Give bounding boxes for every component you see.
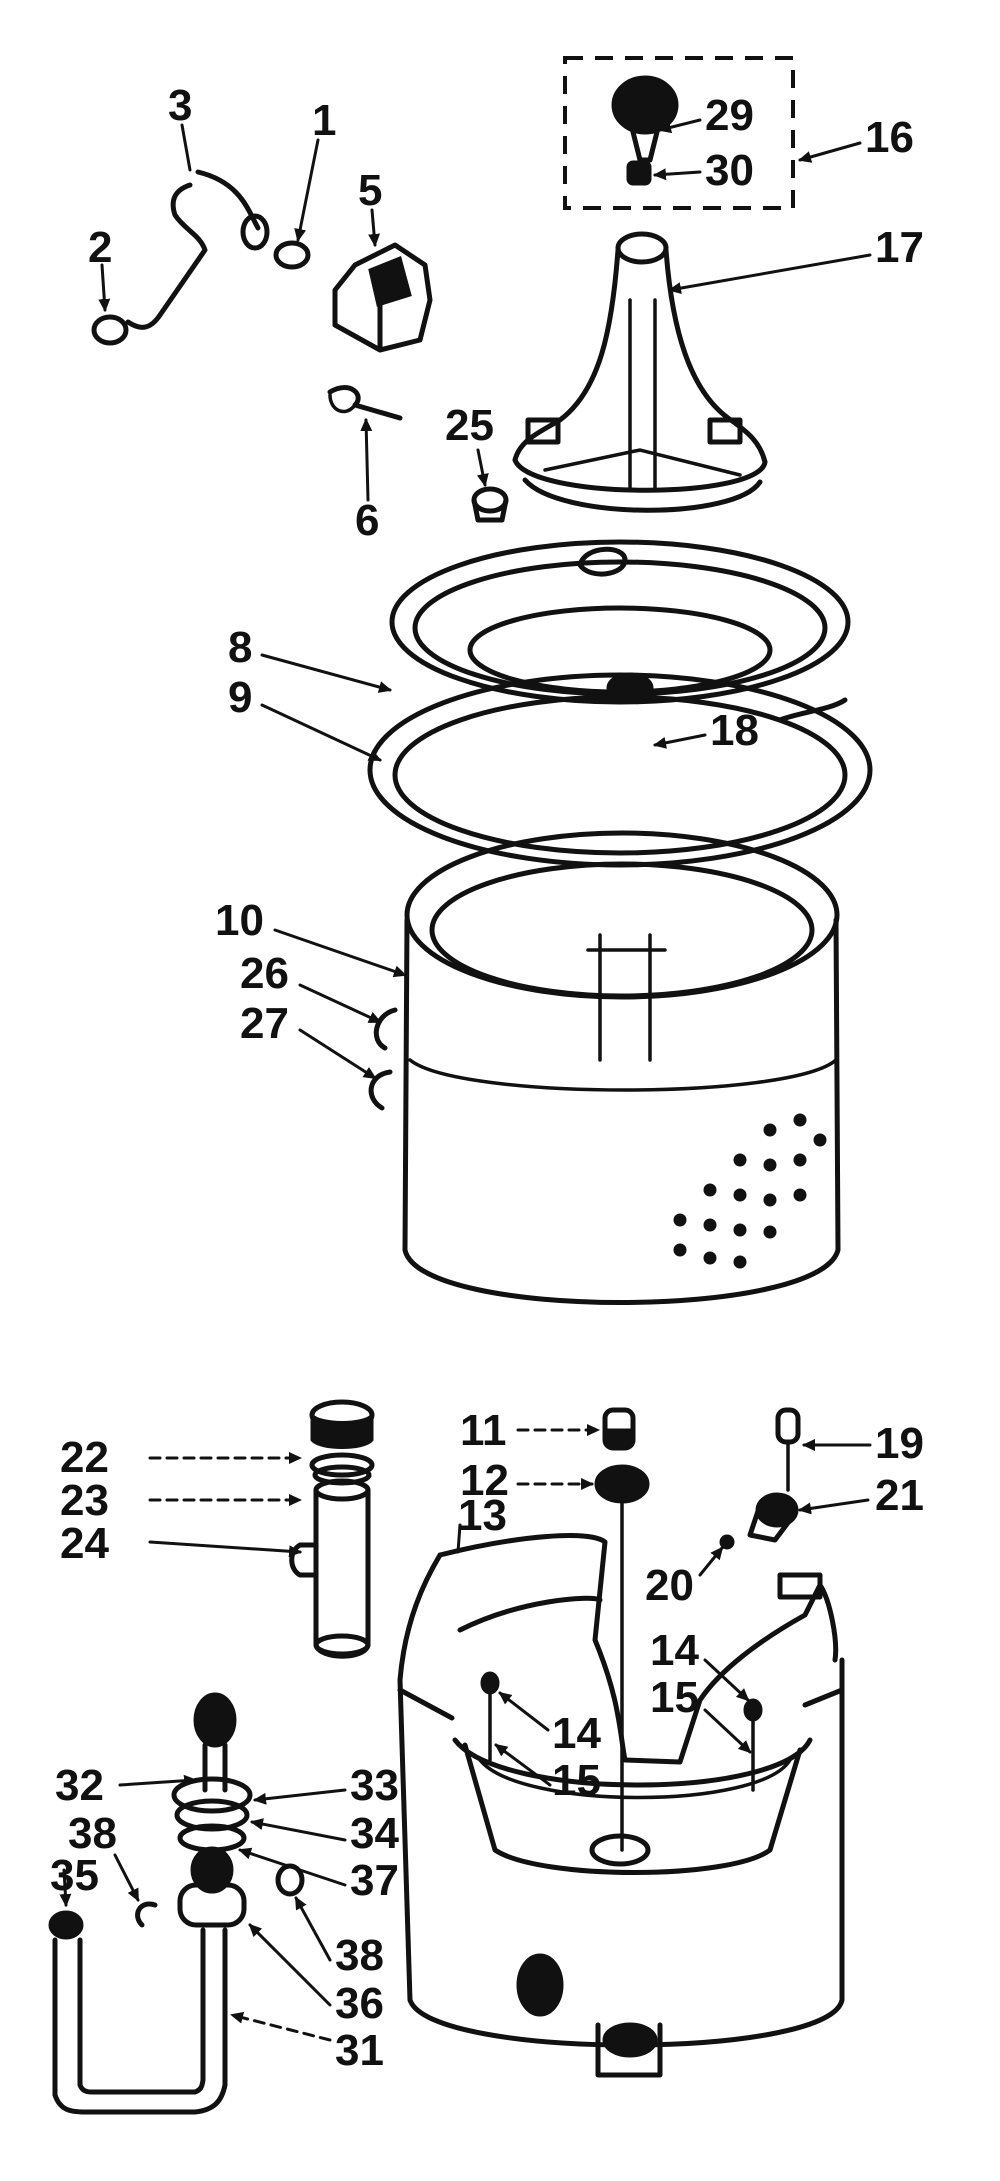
label-part-15-right: 15 [650, 1673, 699, 1722]
label-part-22: 22 [60, 1433, 109, 1482]
label-part-12: 12 [460, 1456, 509, 1505]
label-part-6: 6 [355, 496, 379, 545]
label-part-14-right: 14 [650, 1626, 699, 1675]
label-part-17: 17 [875, 223, 924, 272]
part-30-cap-screw [626, 160, 652, 186]
part-1-clamp [273, 240, 311, 270]
part-27-clip [368, 1069, 393, 1111]
label-part-3: 3 [168, 81, 192, 130]
leaders [59, 118, 872, 2042]
label-part-9: 9 [228, 673, 252, 722]
label-part-36: 36 [335, 1979, 384, 2028]
part-10-wash-basket [402, 830, 841, 1305]
label-part-32: 32 [55, 1761, 104, 1810]
part-3-fill-hose [125, 169, 270, 330]
part-16-group-box [563, 56, 795, 210]
label-part-33: 33 [350, 1761, 399, 1810]
label-part-21: 21 [875, 1471, 924, 1520]
label-part-23: 23 [60, 1476, 109, 1525]
label-part-25: 25 [445, 401, 494, 450]
part-26-clip [373, 1007, 398, 1051]
label-part-38-right: 38 [335, 1931, 384, 1980]
part-29-agitator-cap [611, 75, 679, 163]
part-11-bushing [602, 1407, 636, 1451]
part-31-drain-hose [52, 1927, 228, 2115]
label-part-29: 29 [705, 91, 754, 140]
label-part-19: 19 [875, 1419, 924, 1468]
label-part-31: 31 [335, 2026, 384, 2075]
part-38-clamp [135, 1901, 158, 1928]
part-labels: 1 2 3 5 6 25 16 29 30 17 8 9 18 10 26 27… [50, 81, 924, 2075]
parts-14-15-fasteners [480, 1671, 763, 1792]
label-part-2: 2 [88, 223, 112, 272]
label-part-34: 34 [350, 1809, 399, 1858]
label-part-11: 11 [460, 1406, 507, 1455]
label-part-24: 24 [60, 1519, 109, 1568]
part-25-plug [471, 486, 509, 523]
basket-perforations [673, 1113, 827, 1269]
label-part-14-left: 14 [552, 1709, 601, 1758]
label-part-35: 35 [50, 1851, 99, 1900]
label-part-38-left: 38 [68, 1809, 117, 1858]
part-20-screw [719, 1534, 735, 1550]
part-22-cap [309, 1399, 375, 1449]
label-part-26: 26 [240, 949, 289, 998]
label-part-13: 13 [458, 1491, 507, 1540]
label-part-5: 5 [358, 166, 382, 215]
label-part-37: 37 [350, 1856, 399, 1905]
part-19-fastener [775, 1407, 801, 1492]
part-32-fitting [193, 1692, 237, 1793]
label-part-16: 16 [865, 113, 914, 162]
part-13-outer-tub [397, 1533, 845, 2078]
part-17-agitator [512, 231, 768, 513]
label-part-30: 30 [705, 146, 754, 195]
part-6-clip [327, 385, 403, 421]
part-5-diverter [332, 242, 433, 353]
label-part-18: 18 [710, 706, 759, 755]
label-part-20: 20 [645, 1561, 694, 1610]
label-part-27: 27 [240, 999, 289, 1048]
part-2-clamp [91, 314, 129, 346]
label-part-10: 10 [215, 896, 264, 945]
part-35-end-cap [48, 1910, 84, 1940]
part-12-seal [594, 1464, 650, 1504]
label-part-8: 8 [228, 623, 252, 672]
part-24-drain-outlet [289, 1478, 371, 1659]
label-part-1: 1 [312, 96, 336, 145]
parts-33-34-37-valve-stack [171, 1776, 253, 1894]
label-part-15-left: 15 [552, 1756, 601, 1805]
part-21-bracket [747, 1492, 799, 1543]
